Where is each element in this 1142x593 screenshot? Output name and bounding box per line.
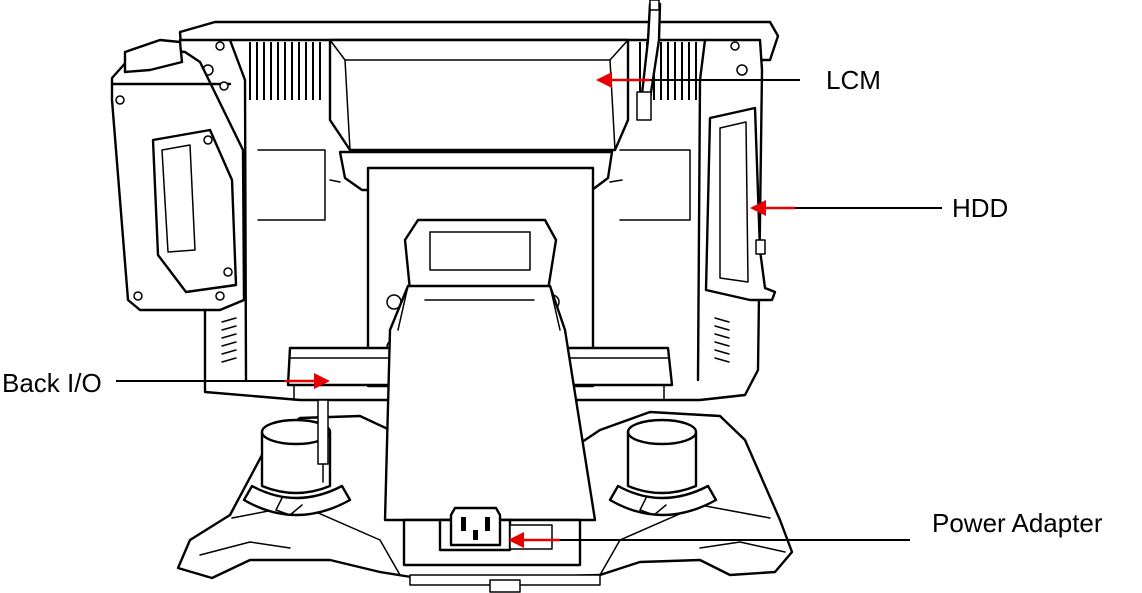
side-vent-left — [221, 317, 237, 363]
side-vent-right — [714, 317, 730, 363]
left-foot-cylinder — [242, 418, 352, 517]
power-inlet — [438, 506, 553, 552]
label-lcm: LCM — [826, 65, 881, 95]
wifi-antenna — [636, 0, 662, 121]
cable-standoff — [317, 399, 329, 483]
callout-back-io: Back I/O — [2, 368, 330, 398]
top-vents-left — [249, 42, 321, 100]
callout-power-adapter: Power Adapter — [508, 508, 1103, 548]
right-foot-cylinder — [608, 418, 718, 517]
label-power-adapter: Power Adapter — [932, 508, 1103, 538]
stand-column — [383, 218, 597, 567]
hdd-bracket — [704, 106, 777, 302]
label-back-io: Back I/O — [2, 368, 102, 398]
card-reader-module — [110, 38, 246, 312]
label-hdd: HDD — [952, 193, 1008, 223]
callout-hdd: HDD — [750, 193, 1008, 223]
callout-lcm: LCM — [596, 65, 881, 95]
